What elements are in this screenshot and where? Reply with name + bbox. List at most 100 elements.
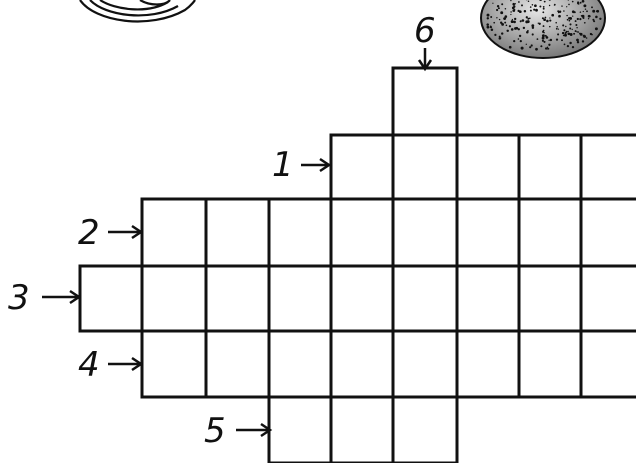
stipple-dot [518, 1, 520, 3]
grid-cell[interactable] [517, 197, 583, 268]
stipple-dot [521, 4, 523, 7]
stipple-dot [577, 3, 580, 5]
grid-cell[interactable] [579, 133, 636, 201]
stipple-dot [530, 44, 533, 47]
grid-cell[interactable] [329, 197, 395, 268]
stipple-dot [562, 24, 565, 27]
stipple-dot [583, 21, 586, 24]
stipple-dot [513, 9, 516, 11]
stipple-dot [531, 24, 535, 28]
grid-cell[interactable] [455, 264, 521, 333]
stipple-dot [506, 29, 509, 33]
stipple-dot [518, 34, 522, 38]
stipple-dot [543, 0, 546, 3]
stipple-dot [499, 21, 503, 24]
grid-cell[interactable] [140, 264, 208, 333]
stipple-dot [536, 38, 539, 40]
stipple-dot [541, 17, 544, 20]
stipple-dot [504, 7, 507, 10]
stipple-dot [517, 38, 520, 40]
grid-cell[interactable] [391, 264, 459, 333]
grid-cell[interactable] [204, 264, 271, 333]
grid-cell[interactable] [140, 329, 208, 399]
grid-cell[interactable] [267, 395, 333, 463]
grid-cell[interactable] [391, 197, 459, 268]
grid-cell[interactable] [517, 264, 583, 333]
stipple-dot [504, 21, 507, 24]
stipple-dot [500, 11, 504, 15]
stipple-dot [548, 39, 550, 41]
grid-cell[interactable] [391, 395, 459, 463]
stipple-dot [486, 25, 490, 29]
stipple-dot [557, 10, 560, 13]
stipple-dot [575, 23, 578, 27]
stipple-dot [544, 47, 548, 50]
clue-number-6: 6 [414, 11, 436, 51]
stipple-dot [563, 29, 566, 32]
stipple-dot [535, 47, 538, 51]
grid-cell[interactable] [455, 197, 521, 268]
grid-cell[interactable] [391, 329, 459, 399]
grid-cell[interactable] [391, 66, 459, 137]
clue-number-3: 3 [8, 278, 30, 318]
stipple-dot [565, 30, 568, 33]
stipple-dot [508, 25, 511, 28]
clue-3-pointer: 3 [8, 278, 82, 318]
stipple-dot [579, 32, 583, 36]
stipple-dot [525, 43, 527, 45]
stipple-dot [542, 7, 545, 10]
grid-cell[interactable] [329, 329, 395, 399]
grid-cell[interactable] [455, 329, 521, 399]
grid-cell[interactable] [267, 264, 333, 333]
stipple-dot [555, 27, 558, 30]
stipple-dot [551, 13, 555, 17]
stipple-dot [569, 41, 572, 45]
grid-cell[interactable] [204, 197, 271, 268]
stipple-dot [574, 30, 577, 33]
grid-cell[interactable] [329, 395, 395, 463]
stipple-dot [569, 27, 572, 30]
stipple-dot [496, 17, 498, 19]
stipple-dot [557, 28, 560, 30]
grid-cell[interactable] [204, 329, 271, 399]
stipple-dot [571, 28, 573, 31]
grid-cell[interactable] [78, 264, 144, 333]
grid-cell[interactable] [329, 133, 395, 201]
stipple-dot [561, 31, 565, 35]
clue-4-pointer: 4 [78, 345, 144, 385]
stipple-dot [576, 17, 579, 21]
stipple-dot [561, 5, 563, 7]
grid-cell[interactable] [579, 329, 636, 399]
stipple-dot [564, 33, 567, 37]
clue-labels: 1 2 3 4 5 [8, 11, 436, 451]
stipple-dot [558, 10, 562, 14]
stipple-dot [510, 20, 514, 24]
stipple-dot [514, 3, 516, 5]
stipple-dot [543, 40, 546, 43]
grid-cell[interactable] [517, 329, 583, 399]
grid-cell[interactable] [267, 197, 333, 268]
stipple-dot [585, 37, 588, 39]
stipple-dot [496, 8, 499, 12]
stipple-dot [572, 15, 574, 17]
grid-cell[interactable] [267, 329, 333, 399]
stipple-dot [583, 4, 587, 8]
grid-cell[interactable] [391, 133, 459, 201]
stipple-dot [531, 4, 534, 6]
stipple-dot [486, 23, 489, 26]
stipple-dot [542, 11, 545, 14]
clue-number-1: 1 [272, 145, 294, 185]
stipple-dot [518, 10, 522, 14]
stipple-dot [595, 10, 598, 13]
stipple-dot [541, 39, 544, 42]
stipple-dot [544, 34, 547, 37]
grid-cell[interactable] [579, 264, 636, 333]
grid-cell[interactable] [140, 197, 208, 268]
stipple-dot [528, 17, 531, 20]
stipple-dot [579, 11, 582, 13]
grid-cell[interactable] [517, 133, 583, 201]
stipple-dot [581, 0, 585, 3]
stipple-dot [567, 32, 571, 36]
stipple-dot [538, 22, 541, 25]
grid-cell[interactable] [455, 133, 521, 201]
